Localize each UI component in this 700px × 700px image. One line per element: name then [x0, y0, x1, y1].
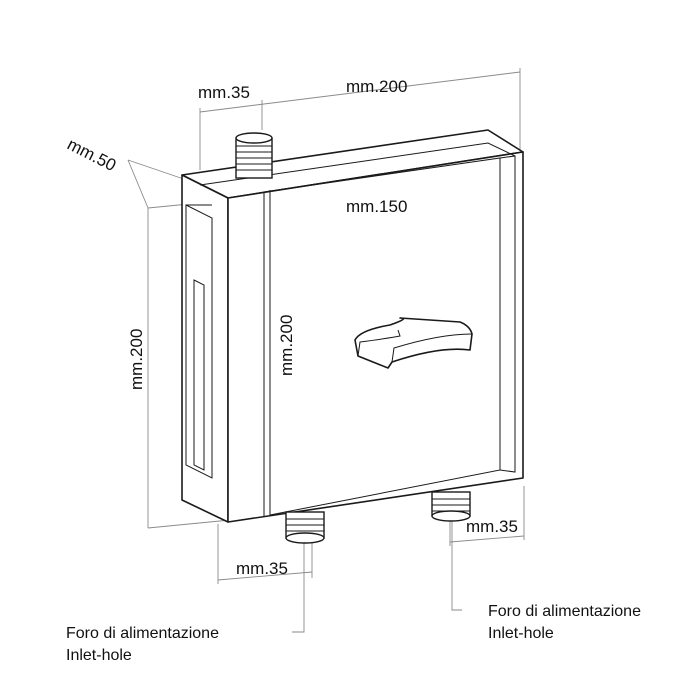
- dim-front-height: mm.200: [277, 315, 296, 376]
- bottom-right-pipe-fitting: [431, 491, 471, 522]
- side-face: [181, 174, 229, 523]
- top-pipe-fitting: [235, 132, 273, 179]
- box-body: [181, 129, 524, 523]
- dim-top-width: mm.200: [346, 77, 407, 96]
- note-right-line2: Inlet-hole: [488, 625, 554, 642]
- dim-bottom-right: mm.35: [466, 517, 518, 536]
- dim-bottom-left: mm.35: [236, 559, 288, 578]
- dim-left-height: mm.200: [127, 329, 146, 390]
- note-left-line2: Inlet-hole: [66, 647, 132, 664]
- bottom-left-pipe-fitting: [285, 511, 325, 544]
- note-left-line1: Foro di alimentazione: [66, 625, 219, 642]
- note-right-line1: Foro di alimentazione: [488, 603, 641, 620]
- dim-front-width: mm.150: [346, 197, 407, 216]
- handle-icon: [354, 317, 473, 369]
- dim-top-depth: mm.35: [198, 83, 250, 102]
- dim-side-depth: mm.50: [64, 135, 119, 176]
